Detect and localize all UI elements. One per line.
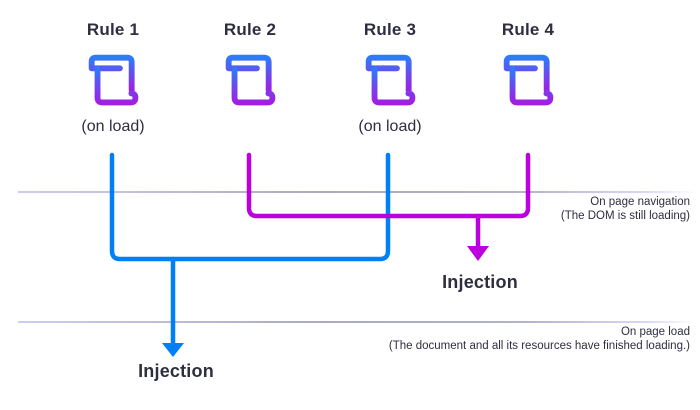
rule-4-title: Rule 4 [501,20,555,39]
page-load-event-label: On page load (The document and all its r… [389,325,690,353]
event-subtitle: (The document and all its resources have… [388,340,690,352]
rule-2-title: Rule 2 [223,20,277,39]
script-scroll-icon [495,47,561,111]
page-navigation-timeline-line [18,190,695,193]
event-subtitle: (The DOM is still loading) [560,210,690,222]
rule-column-3: Rule 3 (on load) [325,18,455,137]
event-title: On page load [620,326,690,338]
magenta-merge-connector [246,152,531,219]
rule-3-title: Rule 3 [363,20,417,39]
rule-column-1: Rule 1 (on load) [48,18,178,137]
event-title: On page navigation [590,196,690,208]
page-load-timeline-line [18,320,695,323]
rule-1-trigger-label: (on load) [81,118,145,135]
blue-merge-connector [109,152,391,262]
blue-arrowhead [162,343,184,357]
page-navigation-event-label: On page navigation (The DOM is still loa… [561,195,690,223]
rule-column-2: Rule 2 [185,18,315,137]
script-scroll-icon [80,47,146,111]
script-scroll-icon [217,47,283,111]
rule-2-trigger-label [185,117,315,137]
injection-label-navigation: Injection [442,272,518,292]
rule-column-4: Rule 4 [463,18,593,137]
rule-4-trigger-label [463,117,593,137]
magenta-arrowhead [467,246,489,261]
script-scroll-icon [357,47,423,111]
injection-label-load: Injection [138,361,214,381]
rule-1-title: Rule 1 [86,20,140,39]
rule-3-trigger-label: (on load) [358,118,422,135]
